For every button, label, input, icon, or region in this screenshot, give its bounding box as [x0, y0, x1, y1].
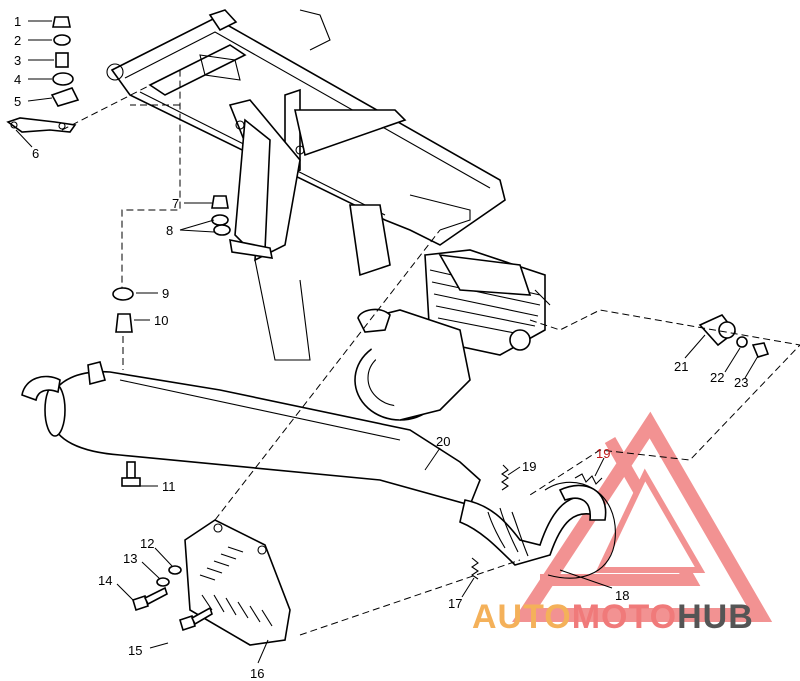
- callout-14: 14: [98, 573, 112, 588]
- callout-8: 8: [166, 223, 173, 238]
- watermark-triangle-inner: [595, 468, 706, 573]
- callout-1: 1: [14, 14, 21, 29]
- heat-shield: [184, 519, 291, 646]
- callout-3: 3: [14, 53, 21, 68]
- callout-4: 4: [14, 72, 21, 87]
- callout-labels: 1 2 3 4 5 6 7 8 9 10 11 12 13 14 15 16 1…: [14, 14, 748, 681]
- leader-lines: [15, 20, 759, 664]
- watermark-text: AUTOMOTOHUB: [472, 598, 754, 636]
- callout-7: 7: [172, 196, 179, 211]
- hardware-mid-left: [112, 195, 231, 370]
- hardware-stack-upper-left: [6, 16, 181, 290]
- callout-19-right: 19: [596, 446, 610, 461]
- callout-18: 18: [615, 588, 629, 603]
- callout-12: 12: [140, 536, 154, 551]
- callout-21: 21: [674, 359, 688, 374]
- callout-9: 9: [162, 286, 169, 301]
- callout-15: 15: [128, 643, 142, 658]
- callout-5: 5: [14, 94, 21, 109]
- callout-17: 17: [448, 596, 462, 611]
- exhaust-flange-mount: [698, 314, 770, 358]
- head-pipe: [459, 481, 616, 579]
- watermark-auto: AUTOMOTOHUB: [472, 598, 754, 636]
- callout-22: 22: [710, 370, 724, 385]
- callout-6: 6: [32, 146, 39, 161]
- frame-assembly: [106, 9, 506, 361]
- callout-11: 11: [162, 479, 176, 494]
- engine-assembly: [354, 249, 551, 421]
- muffler: [21, 361, 481, 506]
- watermark-triangle-outer: [512, 411, 773, 622]
- callout-13: 13: [123, 551, 137, 566]
- callout-10: 10: [154, 313, 168, 328]
- callout-20: 20: [436, 434, 450, 449]
- fasteners-lower-left: [121, 461, 213, 632]
- callout-23: 23: [734, 375, 748, 390]
- reference-lines: [214, 229, 800, 636]
- callout-19-left: 19: [522, 459, 536, 474]
- callout-2: 2: [14, 33, 21, 48]
- callout-16: 16: [250, 666, 264, 681]
